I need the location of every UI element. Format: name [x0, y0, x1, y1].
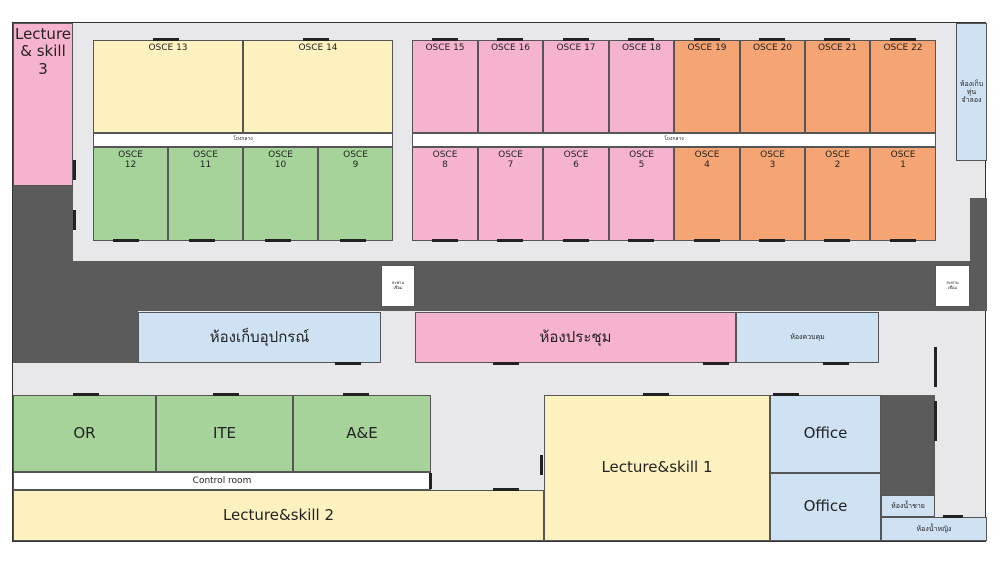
corridor-right-vertical: [970, 198, 987, 311]
osce-6-room: OSCE 6: [543, 147, 609, 241]
osce-12-room: OSCE 12: [93, 147, 168, 241]
door: [540, 455, 543, 475]
office-room-2: Office: [770, 473, 881, 541]
door: [563, 38, 589, 41]
door: [303, 38, 329, 41]
osce-18-room: OSCE 18: [609, 40, 674, 133]
or-room: OR: [13, 395, 156, 472]
door: [343, 393, 369, 396]
central-hall-left: โถงกลาง: [93, 133, 393, 147]
osce-13-room: OSCE 13: [93, 40, 243, 133]
door: [759, 38, 785, 41]
door: [432, 38, 458, 41]
door: [824, 239, 850, 242]
control-room: Control room: [13, 472, 431, 490]
door: [432, 239, 458, 242]
osce-17-room: OSCE 17: [543, 40, 609, 133]
door: [759, 239, 785, 242]
model-storage-room: ห้องเก็บ หุ่น จำลอง: [956, 23, 987, 161]
door: [694, 38, 720, 41]
door: [497, 38, 523, 41]
door: [497, 239, 523, 242]
central-hall-right: โถงกลาง: [412, 133, 936, 147]
door: [429, 473, 432, 489]
restroom-women: ห้องน้ำหญิง: [881, 517, 987, 541]
door: [213, 393, 239, 396]
osce-22-room: OSCE 22: [870, 40, 936, 133]
equipment-storage-room: ห้องเก็บอุปกรณ์: [138, 312, 381, 363]
osce-9-room: OSCE 9: [318, 147, 393, 241]
osce-11-room: OSCE 11: [168, 147, 243, 241]
osce-16-room: OSCE 16: [478, 40, 543, 133]
door: [943, 515, 963, 518]
osce-1-room: OSCE 1: [870, 147, 936, 241]
osce-7-room: OSCE 7: [478, 147, 543, 241]
osce-20-room: OSCE 20: [740, 40, 805, 133]
osce-21-room: OSCE 21: [805, 40, 870, 133]
door: [189, 239, 215, 242]
corridor-right-lower: [881, 395, 935, 495]
door: [73, 160, 76, 180]
control-room-thai: ห้องควบคุม: [736, 312, 879, 363]
osce-5-room: OSCE 5: [609, 147, 674, 241]
ae-room: A&E: [293, 395, 431, 472]
osce-2-room: OSCE 2: [805, 147, 870, 241]
osce-15-room: OSCE 15: [412, 40, 478, 133]
corridor-left-vertical: [13, 186, 73, 261]
door: [153, 38, 179, 41]
door: [773, 393, 799, 396]
door: [628, 38, 654, 41]
door: [890, 239, 916, 242]
osce-8-room: OSCE 8: [412, 147, 478, 241]
door: [890, 38, 916, 41]
door: [823, 362, 849, 365]
door: [824, 38, 850, 41]
door: [493, 362, 519, 365]
office-room-1: Office: [770, 395, 881, 473]
floor-plan: Lecture & skill 3 OSCE 13 OSCE 14 OSCE 1…: [12, 22, 987, 542]
lecture-skill-2-room: Lecture&skill 2: [13, 490, 544, 541]
door: [703, 362, 729, 365]
ite-room: ITE: [156, 395, 293, 472]
osce-10-room: OSCE 10: [243, 147, 318, 241]
meeting-room: ห้องประชุม: [415, 312, 736, 363]
restroom-men: ห้องน้ำชาย: [881, 495, 935, 517]
door: [265, 239, 291, 242]
door: [340, 239, 366, 242]
corridor-main-horizontal: [13, 261, 987, 311]
door: [563, 239, 589, 242]
door: [335, 362, 361, 365]
door: [113, 239, 139, 242]
lecture-skill-1-room: Lecture&skill 1: [544, 395, 770, 541]
door: [694, 239, 720, 242]
door: [73, 210, 76, 230]
osce-19-room: OSCE 19: [674, 40, 740, 133]
door: [73, 393, 99, 396]
connector-bridge-right: สะพาน เชื่อม: [935, 265, 970, 307]
connector-bridge-left: สะพาน เชื่อม: [381, 265, 415, 307]
door: [934, 401, 937, 441]
osce-14-room: OSCE 14: [243, 40, 393, 133]
door: [628, 239, 654, 242]
door: [643, 393, 669, 396]
lecture-skill-3-room: Lecture & skill 3: [13, 23, 73, 186]
door: [493, 488, 519, 491]
osce-3-room: OSCE 3: [740, 147, 805, 241]
corridor-left-lower: [13, 311, 138, 363]
osce-4-room: OSCE 4: [674, 147, 740, 241]
door: [934, 347, 937, 387]
